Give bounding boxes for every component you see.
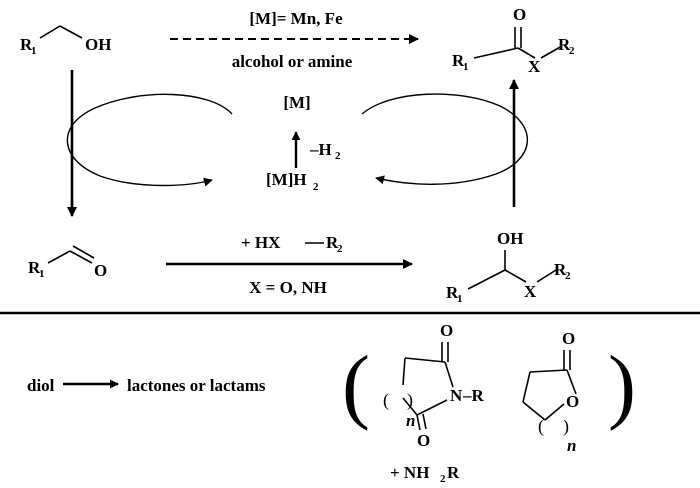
alcohol-r-label: R: [20, 35, 33, 54]
lactone-ring-right-upper: [566, 369, 577, 395]
lactam-n: N: [450, 386, 463, 405]
aldehyde-co-a: [69, 250, 93, 264]
lactone-paren-close: ): [563, 416, 569, 437]
product-r1-sub: 1: [463, 61, 469, 73]
lactone-paren-open: (: [538, 416, 544, 437]
lactam-ring-top: [404, 357, 446, 363]
alcohol-oh: OH: [85, 35, 111, 54]
amine-reagent-tail: R: [447, 463, 460, 482]
aldehyde-r1: R: [28, 258, 41, 277]
carbonyl-product: O R 1 X R 2: [452, 5, 575, 76]
metal-hydride: [M]H: [266, 170, 307, 189]
alcohol-bond-2: [59, 25, 83, 39]
lactone-ring-left: [522, 371, 531, 403]
lactam-bottom-o: O: [417, 431, 430, 450]
lactone-ring-size: n: [567, 436, 576, 455]
right-cycle-arrow: [361, 93, 529, 185]
big-paren-close: ): [608, 339, 636, 432]
lactam-ring-bottom: [416, 399, 448, 416]
hemiacetal-oh: OH: [497, 229, 523, 248]
product-bond-r1: [473, 47, 519, 59]
metal-hydride-sub: 2: [313, 181, 319, 193]
product-x: X: [528, 57, 541, 76]
h2-release-sub: 2: [335, 150, 341, 162]
left-cycle-arrow: [66, 93, 233, 187]
hemiacetal-r1: R: [446, 283, 459, 302]
hemiacetal-bond-x: [504, 269, 527, 283]
lactam-bottom-co-b: [422, 413, 427, 430]
lactam-paren-open: (: [383, 390, 389, 411]
metal-catalyst: [M]: [283, 93, 310, 112]
alcohol-bond-1: [39, 25, 61, 39]
hemiacetal-intermediate: OH R 1 X R 2: [446, 229, 571, 305]
h2-release: –H: [309, 140, 332, 159]
lactam-ring-left-upper: [402, 357, 406, 386]
hemiacetal-r1-sub: 1: [457, 293, 463, 305]
product-r2: R: [558, 35, 571, 54]
x-definition: X = O, NH: [249, 278, 327, 297]
lactone-carbonyl-o: O: [562, 329, 575, 348]
product-r2-sub: 2: [569, 45, 575, 57]
diol-label: diol: [27, 376, 55, 395]
hemiacetal-bond-r1: [467, 269, 506, 290]
alcohol-r-sub: 1: [31, 45, 37, 57]
amine-reagent-sub: 2: [440, 473, 446, 485]
product-r1: R: [452, 51, 465, 70]
lactam-bottom-co-a: [416, 414, 421, 431]
aldehyde-intermediate: R 1 O: [28, 245, 107, 280]
lactam-paren-close: ): [407, 390, 413, 411]
lactone-ring-right-lower: [544, 403, 565, 421]
addition-reagent-r: R: [326, 233, 339, 252]
big-paren-open: (: [342, 339, 370, 432]
product-bond-r2: [540, 45, 563, 59]
addition-reagent-r-sub: 2: [337, 243, 343, 255]
addition-reagent: + HX: [241, 233, 281, 252]
alcohol-reactant: R 1 OH: [20, 25, 111, 57]
lactam-ring-left-lower: [402, 397, 418, 416]
lactam-n-group: –R: [462, 386, 485, 405]
aldehyde-bond-1: [47, 250, 71, 264]
amine-reagent: + NH: [390, 463, 429, 482]
hemiacetal-r2: R: [554, 260, 567, 279]
hemiacetal-r2-sub: 2: [565, 270, 571, 282]
aldehyde-r1-sub: 1: [39, 268, 45, 280]
lactone-ring-top: [529, 369, 568, 373]
lactam-ring-right: [444, 361, 454, 388]
lactam-structure: O O N –R ( ) n: [383, 321, 485, 450]
aldehyde-co-b: [72, 245, 95, 259]
hemiacetal-x: X: [524, 282, 537, 301]
reagent-condition: alcohol or amine: [232, 52, 353, 71]
lactam-top-o: O: [440, 321, 453, 340]
product-carbonyl-o: O: [513, 5, 526, 24]
aldehyde-o: O: [94, 261, 107, 280]
hemiacetal-bond-r2: [536, 269, 557, 283]
lactone-ring-bottom: [522, 401, 546, 421]
product-bond-x: [517, 47, 536, 59]
catalyst-condition: [M]= Mn, Fe: [249, 9, 343, 28]
products-label: lactones or lactams: [127, 376, 266, 395]
lactam-ring-size: n: [406, 411, 415, 430]
lactone-ring-o: O: [566, 392, 579, 411]
lactone-structure: O O ( ) n: [522, 329, 579, 455]
